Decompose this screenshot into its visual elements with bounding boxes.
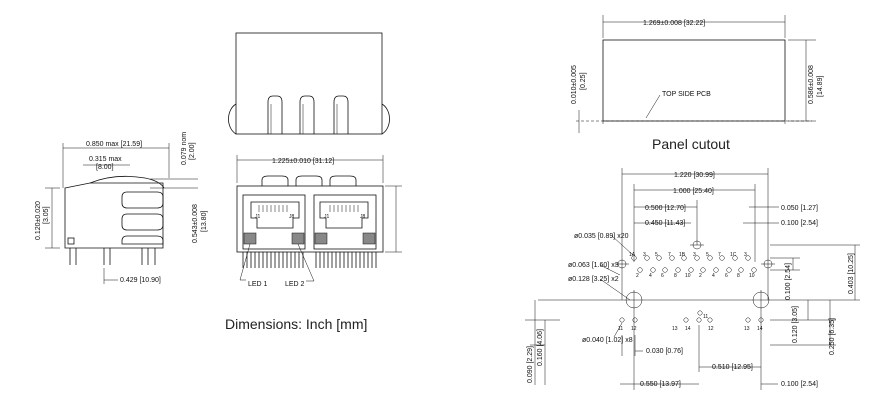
pcb-gap-label: 0.010±0.005 <box>571 65 578 104</box>
side-pin-offset-label: 0.429 [10.90] <box>120 277 161 284</box>
fp-0550-label: 0.550 [13.97] <box>640 381 681 388</box>
led-pin-label: 12 <box>708 326 714 332</box>
pcb-label: TOP SIDE PCB <box>662 91 711 98</box>
pin-label: 1C <box>730 252 737 258</box>
led-indicator <box>243 232 257 245</box>
pin-label: 7 <box>718 252 721 258</box>
side-height-mm: [3.05] <box>43 206 50 224</box>
panel-height-mm: [14.89] <box>817 76 824 97</box>
pin-label: 5 <box>655 252 658 258</box>
pin-label: 2 <box>699 273 702 279</box>
pcb-footprint-view: 1.220 [30.99] 1.000 [25.40] 0.500 [12.70… <box>525 168 860 390</box>
side-depth-mm: [8.00] <box>96 164 114 171</box>
side-depth-label: 0.315 max <box>89 156 122 163</box>
pin-label: 3 <box>643 252 646 258</box>
led-indicator <box>314 232 328 245</box>
pin-label: 10 <box>685 273 691 279</box>
pin-label: 3 <box>744 252 747 258</box>
top-pin-labels: 1A 3 5 7 1B 3 5 7 1C 3 <box>629 252 747 258</box>
pin-label: 1B <box>679 252 686 258</box>
led-pin-label: 14 <box>757 326 763 332</box>
front-height-mm: [13.80] <box>201 211 208 232</box>
fp-0090-label: 0.090 [2.29] <box>527 346 534 383</box>
pin-label: 4 <box>712 273 715 279</box>
hole035-label: ø0.035 [0.89] x20 <box>574 233 629 240</box>
front-view: 1.225±0.010 [31.12] J1 J8 J1 J8 <box>192 155 402 288</box>
pin-label: 8 <box>737 273 740 279</box>
fp-0500-label: 0.500 [12.70] <box>645 205 686 212</box>
hole063-label: ø0.063 [1.60] x3 <box>568 262 619 269</box>
led-pin-holes <box>619 310 764 323</box>
pin-label: 3 <box>693 252 696 258</box>
led-pin-label: 13 <box>672 326 678 332</box>
dimensions-caption: Dimensions: Inch [mm] <box>225 316 367 332</box>
panel-width-label: 1.269±0.008 [32.22] <box>643 20 705 27</box>
fp-0160-label: 0.160 [4.06] <box>537 329 544 366</box>
side-nom-label: 0.079 nom <box>181 132 188 165</box>
led-indicator <box>362 232 376 245</box>
bottom-pin-labels: 2 4 6 8 10 2 4 6 8 10 <box>636 273 755 279</box>
port2-j8-label: J8 <box>360 214 366 220</box>
fp-0510-label: 0.510 [12.95] <box>712 364 753 371</box>
pin-label: 1A <box>629 252 636 258</box>
pin-label: 4 <box>649 273 652 279</box>
side-height-label: 0.120±0.020 <box>35 201 42 240</box>
pin-label: 5 <box>706 252 709 258</box>
fp-0120-label: 0.120 [3.05] <box>792 306 799 343</box>
pin-label: 8 <box>674 273 677 279</box>
fp-1220-label: 1.220 [30.99] <box>674 172 715 179</box>
fp-0100b-label: 0.100 [2.54] <box>781 381 818 388</box>
panel-cutout-view: 1.269±0.008 [32.22] TOP SIDE PCB 0.586±0… <box>571 15 824 133</box>
port2-j1-label: J1 <box>324 214 330 220</box>
led2-label: LED 2 <box>285 281 305 288</box>
side-view: 0.850 max [21.59] 0.315 max [8.00] 0.079… <box>35 132 198 284</box>
top-view <box>228 32 390 135</box>
hole128-label: ø0.128 [3.25] x2 <box>568 276 619 283</box>
panel-height-label: 0.586±0.008 <box>808 65 815 104</box>
led-pin-label: 13 <box>744 326 750 332</box>
front-width-label: 1.225±0.010 [31.12] <box>272 158 334 165</box>
fp-1000-label: 1.000 [25.40] <box>673 188 714 195</box>
side-width-label: 0.850 max [21.59] <box>86 141 142 148</box>
fp-0030-label: 0.030 [0.76] <box>646 348 683 355</box>
pin-label: 6 <box>725 273 728 279</box>
led-pin-label: 11 <box>703 314 708 320</box>
port1-j8-label: J8 <box>289 214 295 220</box>
fp-0050-label: 0.050 [1.27] <box>781 205 818 212</box>
fp-0100v-label: 0.100 [2.54] <box>785 263 792 300</box>
port1-j1-label: J1 <box>255 214 261 220</box>
led-pin-label: 11 <box>618 326 623 332</box>
side-nom-mm: [2.00] <box>189 142 196 160</box>
led1-label: LED 1 <box>248 281 268 288</box>
front-height-label: 0.543±0.008 <box>192 204 199 243</box>
signal-pin-holes <box>631 255 757 273</box>
pin-label: 7 <box>668 252 671 258</box>
pin-label: 2 <box>636 273 639 279</box>
pcb-gap-mm: [0.25] <box>580 72 587 90</box>
fp-0250-label: 0.250 [6.35] <box>829 318 836 355</box>
panel-cutout-caption: Panel cutout <box>652 136 730 152</box>
fp-0100a-label: 0.100 [2.54] <box>781 220 818 227</box>
pin-label: 6 <box>661 273 664 279</box>
fp-0403-label: 0.403 [10.25] <box>848 253 855 294</box>
hole040-label: ø0.040 [1.02] x8 <box>582 337 633 344</box>
pin-label: 10 <box>749 273 755 279</box>
fp-0450-label: 0.450 [11.43] <box>645 220 685 227</box>
led-pin-label: 12 <box>631 326 637 332</box>
led-pin-label: 14 <box>685 326 691 332</box>
led-indicator <box>291 232 305 245</box>
